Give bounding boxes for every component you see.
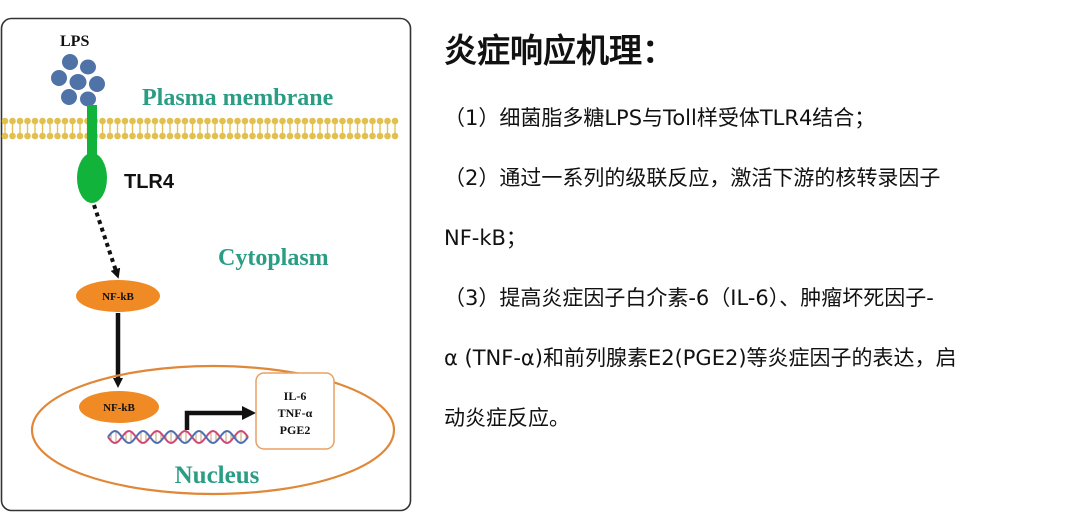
plasma-membrane-label: Plasma membrane [142, 85, 334, 111]
lps-molecule-icon [51, 54, 105, 107]
point-3-line-2: α (TNF-α)和前列腺素E2(PGE2)等炎症因子的表达，启 [444, 346, 957, 370]
nfkb-nucleus-label: NF-kB [103, 402, 135, 414]
lipid-bilayer [1, 117, 399, 140]
tlr4-pathway-diagram: LPS Plasma membrane TLR4 Cytoplasm [0, 0, 420, 514]
cytokine-il6: IL-6 [284, 389, 307, 403]
nucleus-label: Nucleus [175, 462, 260, 489]
point-3-line-1: （3）提高炎症因子白介素-6（IL-6）、肿瘤坏死因子- [444, 286, 934, 310]
point-1: （1）细菌脂多糖LPS与Toll样受体TLR4结合； [444, 106, 876, 130]
transcription-arrow [184, 406, 256, 430]
cytoplasm-label: Cytoplasm [218, 245, 329, 271]
tlr4-label: TLR4 [124, 171, 175, 193]
nfkb-cytoplasm-node: NF-kB [76, 280, 160, 312]
mechanism-text-panel: 炎症响应机理： （1）细菌脂多糖LPS与Toll样受体TLR4结合； （2）通过… [444, 26, 1074, 448]
dna-helix-icon [107, 430, 249, 444]
nfkb-nucleus-node: NF-kB [79, 391, 159, 423]
point-2-line-2: NF-kB； [444, 226, 527, 250]
nfkb-cytoplasm-label: NF-kB [102, 291, 134, 303]
cytokine-tnf: TNF-α [278, 406, 313, 420]
cytokine-box [255, 372, 335, 450]
tlr4-receptor-icon [77, 105, 107, 203]
cytokine-pge2: PGE2 [280, 423, 311, 437]
point-2-line-1: （2）通过一系列的级联反应，激活下游的核转录因子 [444, 166, 941, 190]
lps-label: LPS [60, 33, 89, 50]
nucleus-outline [30, 364, 396, 496]
mechanism-heading: 炎症响应机理： [444, 31, 675, 70]
point-3-line-3: 动炎症反应。 [444, 406, 570, 430]
